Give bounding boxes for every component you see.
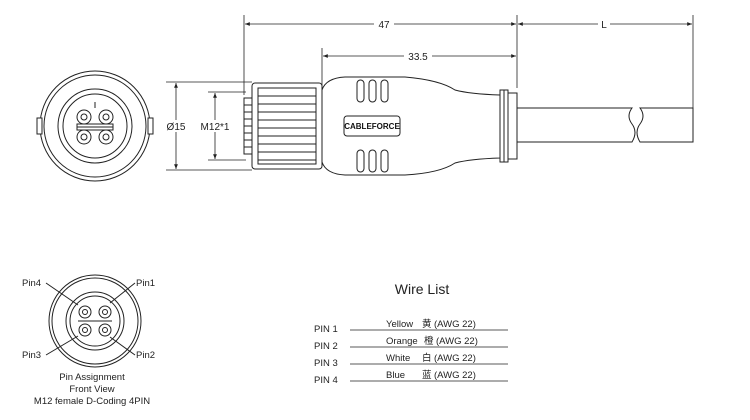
wire-list-title: Wire List <box>395 281 450 297</box>
front-pins <box>76 109 114 145</box>
wire-color: Blue <box>386 370 405 381</box>
pin3-label: Pin3 <box>22 350 41 361</box>
pin4-label: Pin4 <box>22 278 41 289</box>
brand-logo: CABLEFORCE <box>344 122 400 131</box>
wire-color: Yellow <box>386 319 413 330</box>
wire-color-cn: 白 <box>422 352 432 364</box>
pin-caption-line1: Pin Assignment <box>59 372 125 383</box>
wire-color: White <box>386 353 410 364</box>
front-view <box>36 70 154 182</box>
wire-color-cn: 蓝 <box>422 369 432 381</box>
pin-assignment-diagram <box>45 274 142 368</box>
wire-pin: PIN 2 <box>314 341 338 352</box>
wire-row: PIN 3 White 白 (AWG 22) <box>314 352 508 369</box>
pin1-label: Pin1 <box>136 278 155 289</box>
wire-list: PIN 1 Yellow 黄 (AWG 22) PIN 2 Orange 橙 (… <box>314 318 508 386</box>
dim-thread: M12*1 <box>201 122 230 133</box>
wire-gauge: (AWG 22) <box>434 353 476 364</box>
pin-caption-line2: Front View <box>69 384 114 395</box>
wire-gauge: (AWG 22) <box>434 370 476 381</box>
side-view <box>243 76 694 176</box>
wire-pin: PIN 1 <box>314 324 338 335</box>
pin-caption-line3: M12 female D-Coding 4PIN <box>34 396 150 407</box>
dim-cable-length: L <box>601 20 607 31</box>
wire-pin: PIN 3 <box>314 358 338 369</box>
wire-row: PIN 4 Blue 蓝 (AWG 22) <box>314 369 508 386</box>
wire-color: Orange <box>386 336 418 347</box>
dim-diameter: Ø15 <box>167 122 186 133</box>
wire-pin: PIN 4 <box>314 375 338 386</box>
wire-gauge: (AWG 22) <box>436 336 478 347</box>
dim-body-length: 33.5 <box>408 52 428 63</box>
wire-row: PIN 2 Orange 橙 (AWG 22) <box>314 335 508 352</box>
wire-color-cn: 黄 <box>422 318 432 330</box>
pin2-label: Pin2 <box>136 350 155 361</box>
wire-row: PIN 1 Yellow 黄 (AWG 22) <box>314 318 508 335</box>
wire-gauge: (AWG 22) <box>434 319 476 330</box>
dim-overall-length: 47 <box>378 20 390 31</box>
wire-color-cn: 橙 <box>424 335 434 347</box>
